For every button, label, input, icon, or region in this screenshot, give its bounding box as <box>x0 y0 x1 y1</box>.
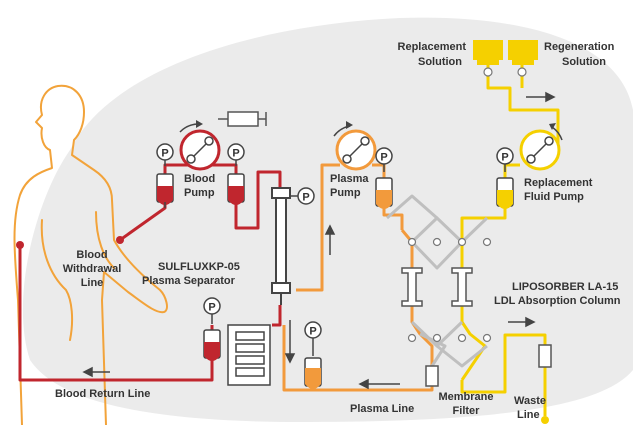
plasma-separator-label: SULFLUXKP-05 <box>158 261 240 273</box>
svg-text:P: P <box>501 152 508 164</box>
waste-line-label: Line <box>517 409 540 421</box>
fluid-right-arrow <box>526 91 556 103</box>
pressure-gauge-icon: P <box>375 147 393 172</box>
pressure-gauges: P P P P P P P <box>156 143 514 356</box>
drip-chamber-blood-2 <box>227 173 245 205</box>
blood-withdrawal-label: Withdrawal <box>63 263 122 275</box>
drip-chamber-plasma <box>375 177 393 209</box>
waste-line-label: Waste <box>514 395 546 407</box>
blood-pump <box>179 120 221 171</box>
plasma-pump-label: Plasma <box>330 173 369 185</box>
background-blob <box>22 17 633 422</box>
replacement-solution-bag <box>473 40 503 77</box>
membrane-filter-label: Filter <box>453 405 481 417</box>
blood-pump-label: Blood <box>184 173 215 185</box>
blood-return-line-label: Blood Return Line <box>55 388 150 400</box>
ldl-column-left <box>401 267 423 307</box>
waste-filter <box>538 344 552 368</box>
syringe-icon <box>218 111 267 127</box>
ldl-absorption-columns <box>401 267 473 307</box>
plasma-separator-label: Plasma Separator <box>142 275 236 287</box>
plasma-line-arrow <box>358 378 400 390</box>
separator-down-arrow <box>284 320 296 364</box>
regeneration-solution-label: Regeneration <box>544 41 615 53</box>
replacement-solution-label: Replacement <box>398 41 467 53</box>
regeneration-solution-label: Solution <box>562 56 606 68</box>
ldl-column-label: LDL Absorption Column <box>494 295 621 307</box>
plasma-pump-label: Pump <box>330 187 361 199</box>
svg-text:P: P <box>309 326 316 338</box>
plasma-separator <box>271 187 291 305</box>
ldl-column-right <box>451 267 473 307</box>
blood-pump-label: Pump <box>184 187 215 199</box>
ldl-column-label: LIPOSORBER LA-15 <box>512 281 618 293</box>
replacement-fluid-pump-label: Fluid Pump <box>524 191 584 203</box>
plasma-pump <box>333 121 377 171</box>
svg-text:P: P <box>302 192 309 204</box>
pressure-gauge-icon: P <box>156 143 174 166</box>
blood-return-point <box>16 241 24 249</box>
blood-warmer <box>227 324 271 386</box>
drip-chamber-return <box>203 329 221 361</box>
membrane-filter-label: Membrane <box>438 391 493 403</box>
membrane-filter <box>425 365 439 387</box>
drip-chamber-replacement <box>496 177 514 209</box>
pressure-gauge-icon: P <box>290 187 315 205</box>
pressure-gauge-icon: P <box>203 297 221 324</box>
diagram-labels: Replacement Solution Regeneration Soluti… <box>55 41 621 421</box>
waste-end-point <box>541 416 549 424</box>
plasma-up-arrow <box>324 224 336 255</box>
column-lattice <box>386 194 489 381</box>
blood-withdrawal-label: Line <box>81 277 104 289</box>
replacement-fluid-pump <box>519 123 563 171</box>
svg-text:P: P <box>208 302 215 314</box>
pressure-gauge-icon: P <box>496 147 514 172</box>
blood-return-line <box>272 305 282 327</box>
replacement-fluid-pump-label: Replacement <box>524 177 593 189</box>
blood-withdrawal-point <box>116 236 124 244</box>
pressure-gauge-icon: P <box>304 321 322 356</box>
lattice-valve-nodes <box>407 237 492 343</box>
patient-body-outline <box>13 84 168 425</box>
svg-text:P: P <box>380 152 387 164</box>
blood-withdrawal-label: Blood <box>76 249 107 261</box>
replacement-solution-label: Solution <box>418 56 462 68</box>
svg-text:P: P <box>161 148 168 160</box>
svg-text:P: P <box>232 148 239 160</box>
regeneration-solution-bag <box>508 40 538 77</box>
drip-chamber-plasma-lower <box>304 357 322 389</box>
plasma-line-label: Plasma Line <box>350 403 414 415</box>
pressure-gauge-icon: P <box>227 143 245 166</box>
waste-right-arrow <box>508 316 536 328</box>
blood-return-arrow <box>82 366 110 378</box>
drip-chamber-blood-1 <box>156 173 174 208</box>
